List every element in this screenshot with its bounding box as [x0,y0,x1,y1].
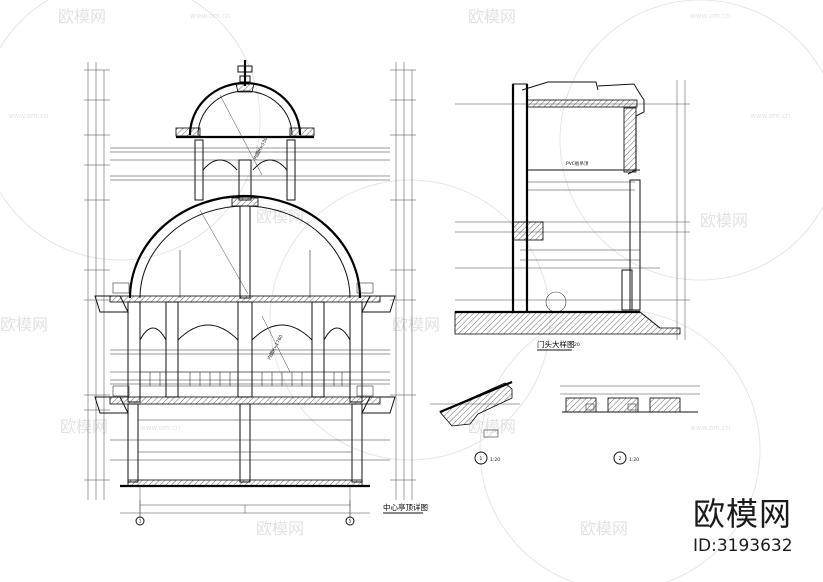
watermark-url: www.om.cn [8,112,48,120]
grid-axes: 1 5 [135,486,355,526]
watermark-text: 欧模网 [392,315,440,334]
level-guides [110,147,390,461]
detail-2-scale: 1:20 [629,457,639,463]
arcade: 内圆R=1760 [139,301,351,398]
lower-dome [128,194,362,299]
watermark-url: www.om.cn [140,424,180,432]
pvc-ceiling-note: PVC板吊顶 [566,160,589,167]
watermark-url: www.om.cn [190,12,230,20]
watermark-url: www.om.cn [750,112,790,120]
detail-1-scale: 1:20 [490,457,500,463]
grid-bubble [135,516,145,526]
watermark-text: 欧模网 [256,519,304,538]
watermark-text: 欧模网 [58,7,106,26]
detail-2-number: 2 [619,456,622,462]
upper-dome-radius-note: 内圆R=530 [252,136,270,161]
watermark-text: 欧模网 [700,211,748,230]
brand-logo-text: 欧模网 [693,495,793,533]
model-id: ID:3193632 [693,536,793,556]
balustrade [140,371,350,387]
pavilion-section-caption: 中心亭顶详图 [383,502,428,512]
detail-1: 1 1:20 [430,380,520,465]
detail-2: 2 1:20 [560,385,700,465]
watermark-text: 欧模网 [0,315,48,334]
watermark-text: 欧模网 [580,519,628,538]
watermark-text: 欧模网 [60,417,108,436]
door-section-caption: 门头大样图 [537,339,575,349]
left-annotations [112,282,374,397]
door-section-scale: 20 [574,342,580,348]
watermark-text: 欧模网 [256,207,304,226]
watermark-url: www.om.cn [690,12,730,20]
watermark-text: 欧模网 [468,417,516,436]
dimension-lines [84,62,416,518]
watermark-url: www.om.cn [690,424,730,432]
pavilion-section: 内圆R=530 [84,60,428,526]
door-head-section: PVC板吊顶 门头大样图 20 [454,80,690,351]
lower-storey [94,396,396,488]
detail-1-number: 1 [480,456,483,462]
detail-2-bubble [613,451,627,465]
watermark-text: 欧模网 [468,7,516,26]
grid-label-left: 1 [139,519,142,525]
grid-label-right: 5 [349,519,352,525]
grid-bubble [345,516,355,526]
detail-1-bubble [474,451,488,465]
